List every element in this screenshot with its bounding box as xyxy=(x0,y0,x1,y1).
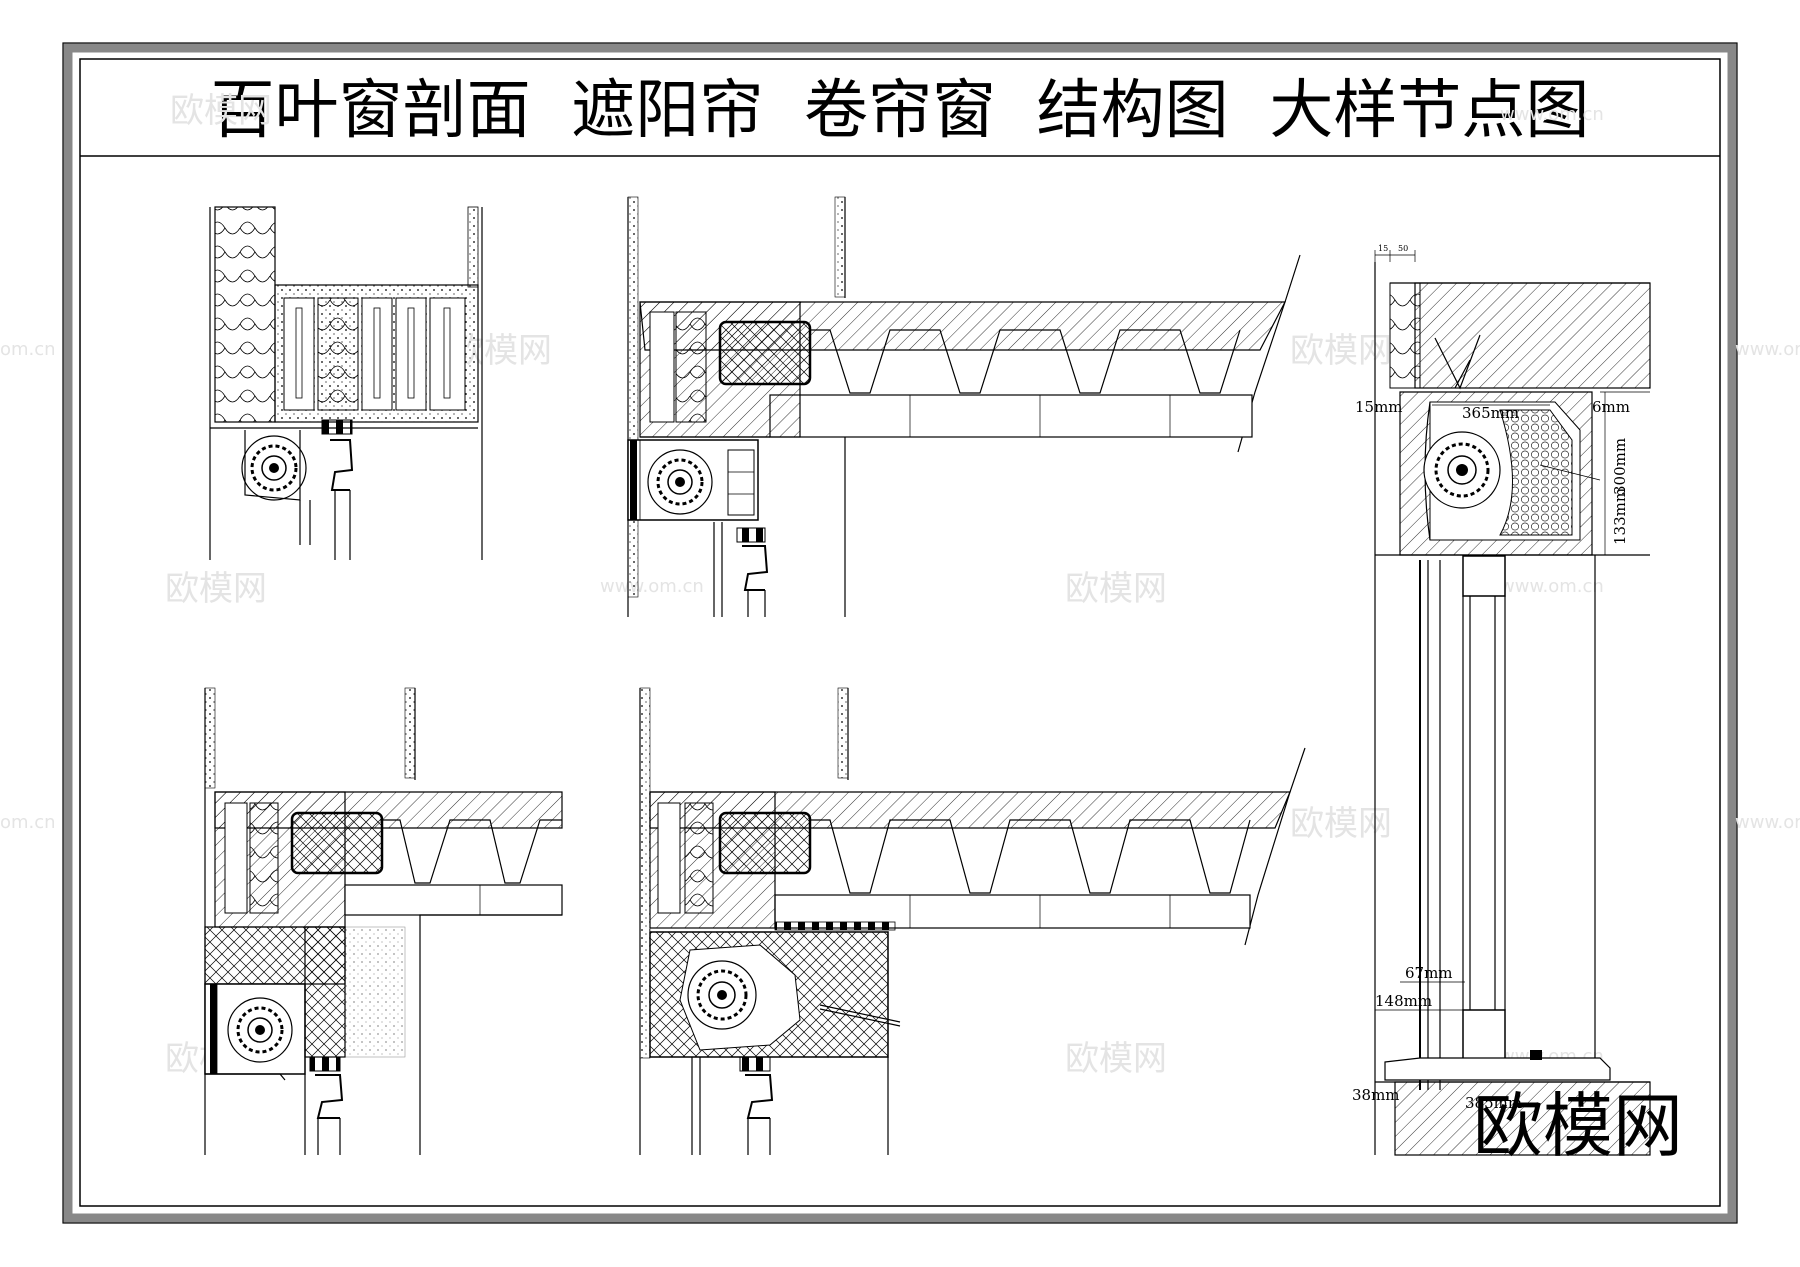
plaster-layer xyxy=(204,687,216,789)
slab-break-line xyxy=(1244,747,1306,946)
detail-right-elevation: 15 50 15mm 365mm 6mm 300mm 133mm xyxy=(1352,244,1651,1156)
watermark-brand: 欧模网 xyxy=(1290,331,1392,371)
plaster-layer xyxy=(404,687,416,779)
watermark-layer: 欧模网 www.om.cn om.cn 欧模网 欧模网 www.om.cn 欧模… xyxy=(0,91,1800,1079)
watermark-brand: 欧模网 xyxy=(1290,804,1392,844)
brand-logo: 欧模网 xyxy=(1473,1085,1683,1167)
detail-top-left xyxy=(209,206,483,560)
roller-drum xyxy=(227,997,293,1063)
roller-drum xyxy=(1423,431,1501,509)
roller-drum xyxy=(647,449,713,515)
plaster-layer xyxy=(627,196,639,598)
dim-label: 67mm xyxy=(1405,964,1453,982)
watermark-url-short: om.cn xyxy=(0,339,56,360)
window-frame-sill xyxy=(1462,1009,1506,1066)
sheet-inner-border xyxy=(79,58,1721,1207)
drawing-title: 百叶窗剖面 遮阳帘 卷帘窗 结构图 大样节点图 xyxy=(211,74,1590,148)
watermark-brand: 欧模网 xyxy=(170,91,272,131)
sheet-outer-border xyxy=(62,42,1738,1224)
dim-label: 15mm xyxy=(1355,398,1403,416)
plaster-layer xyxy=(834,196,846,298)
dim-label: 6mm xyxy=(1592,398,1630,416)
dim-label: 15 xyxy=(1378,244,1388,253)
composite-deck xyxy=(810,329,1241,394)
roller-drum xyxy=(687,960,757,1030)
watermark-url-short: om.cn xyxy=(0,812,56,833)
watermark-url: www.om.cn xyxy=(600,576,704,597)
detail-bottom-middle xyxy=(639,687,1306,1155)
insulated-wall xyxy=(214,206,276,423)
roller-drum xyxy=(241,435,307,501)
watermark-url: www.om.cn xyxy=(1735,339,1800,360)
watermark-brand: 欧模网 xyxy=(165,569,267,609)
composite-deck xyxy=(380,819,562,884)
watermark-brand: 欧模网 xyxy=(1065,569,1167,609)
concrete-lintel xyxy=(1414,282,1651,389)
dim-label: 148mm xyxy=(1375,992,1432,1010)
sheet-frame xyxy=(63,43,1737,1223)
dim-label: 133mm xyxy=(1611,488,1629,545)
dim-label: 38mm xyxy=(1352,1086,1400,1104)
plaster-layer xyxy=(467,206,479,288)
dim-label: 365mm xyxy=(1462,404,1519,422)
detail-top-middle xyxy=(627,196,1301,617)
dim-label: 385mm xyxy=(1465,1094,1522,1112)
dim-label: 50 xyxy=(1398,244,1408,253)
window-frame-head xyxy=(1462,555,1506,597)
window-sill xyxy=(1384,1057,1611,1081)
watermark-brand: 欧模网 xyxy=(1065,1039,1167,1079)
detail-bottom-left xyxy=(204,687,563,1155)
plaster-layer xyxy=(837,687,849,779)
watermark-url: www.om.cn xyxy=(1500,104,1604,125)
dim-label: 300mm xyxy=(1611,438,1629,495)
wall-below-sill xyxy=(1394,1081,1651,1156)
watermark-url: www.om.cn xyxy=(1735,812,1800,833)
composite-deck xyxy=(810,819,1251,894)
watermark-url: www.om.cn xyxy=(1500,576,1604,597)
plaster-layer xyxy=(639,687,651,1059)
